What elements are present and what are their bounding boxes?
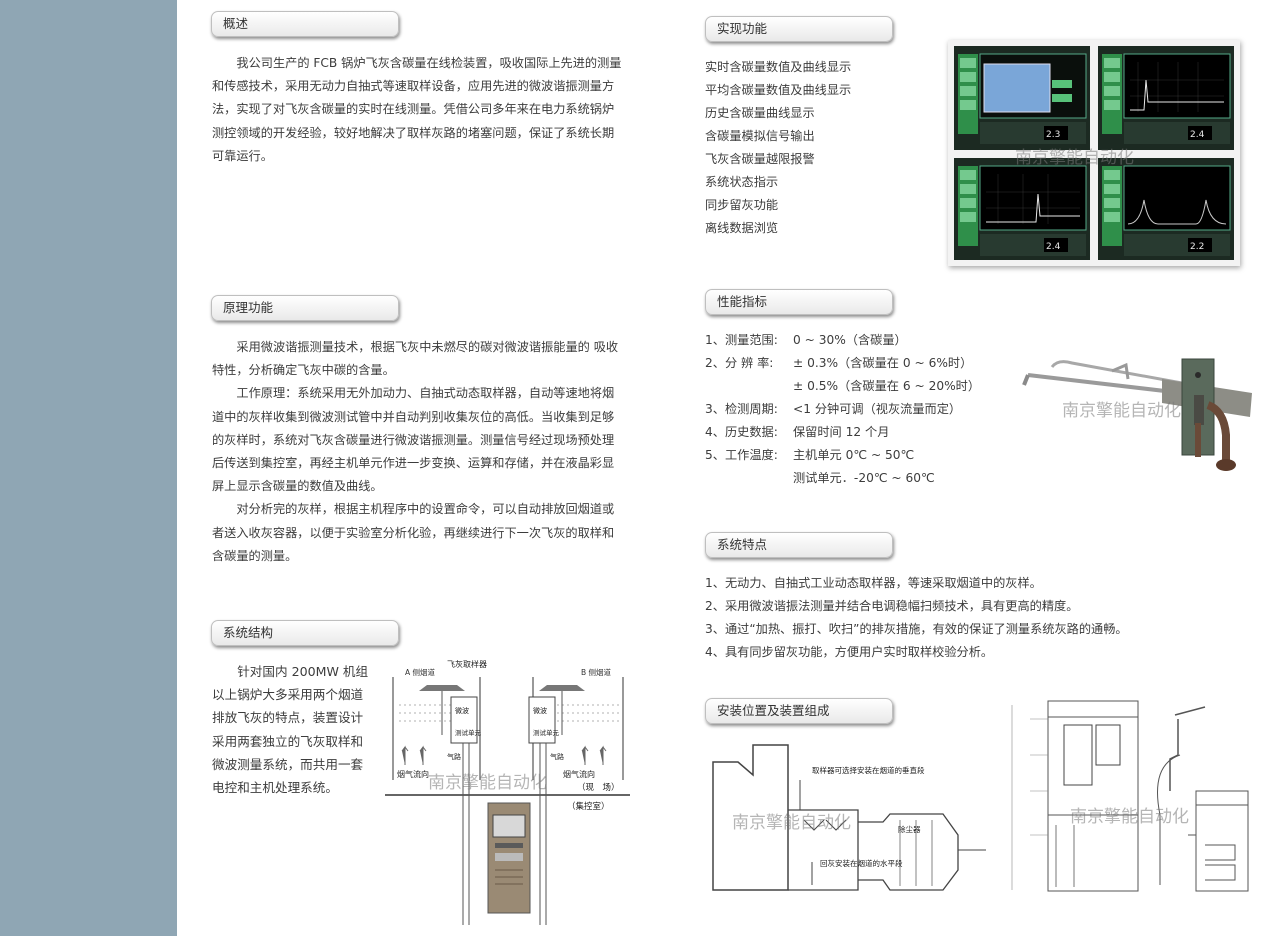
spec-key: 2、分 辨 率: [705, 356, 774, 370]
duct-a-label: A 侧烟道 [405, 667, 436, 677]
watermark-install: 南京擎能自动化 [732, 813, 851, 833]
spec-row: 1、测量范围: 0 ~ 30%（含碳量） [705, 329, 980, 352]
gas-path-label-a: 气路 [447, 752, 461, 761]
list-item: 历史含碳量曲线显示 [705, 106, 815, 120]
spec-value: 测试单元．-20℃ ~ 60℃ [793, 471, 935, 485]
spec-value: 0 ~ 30%（含碳量） [793, 333, 907, 347]
list-item: 飞灰含碳量越限报警 [705, 152, 815, 166]
sampler-label: 飞灰取样器 [447, 659, 487, 669]
list-item: 系统状态指示 [705, 175, 779, 189]
list-item: 离线数据浏览 [705, 221, 779, 235]
section-tab-features: 系统特点 [705, 532, 893, 558]
functions-list: 实时含碳量数值及曲线显示 平均含碳量数值及曲线显示 历史含碳量曲线显示 含碳量模… [705, 56, 851, 240]
install-note-vertical: 取样器可选择安装在烟道的垂直段 [812, 765, 925, 775]
software-screens-image: 2.3 2.4 2.4 2.2 [954, 46, 1234, 260]
screen-value-1: 2.3 [1046, 130, 1060, 140]
section-tab-structure: 系统结构 [211, 620, 399, 646]
spec-value: 保留时间 12 个月 [793, 425, 890, 439]
control-room-label: （集控室） [567, 801, 610, 812]
device-assembly-drawing [1011, 700, 1249, 892]
software-screens-collage: 2.3 2.4 2.4 2.2 [948, 40, 1240, 266]
flue-flow-label-a: 烟气流向 [397, 769, 429, 779]
spec-value: ± 0.3%（含碳量在 0 ~ 6%时） [793, 356, 973, 370]
precipitator-label: 除尘器 [898, 824, 921, 834]
list-item: 1、无动力、自抽式工业动态取样器，等速采取烟道中的灰样。 [705, 576, 1042, 590]
spec-row: 2、分 辨 率: ± 0.3%（含碳量在 0 ~ 6%时） [705, 352, 980, 375]
list-item: 2、采用微波谐振法测量并结合电调稳幅扫频技术，具有更高的精度。 [705, 599, 1079, 613]
overview-text: 我公司生产的 FCB 锅炉飞灰含碳量在线检装置，吸收国际上先进的测量和传感技术，… [212, 52, 622, 168]
spec-key [705, 375, 793, 398]
section-tab-performance: 性能指标 [705, 289, 893, 315]
spec-value: <1 分钟可调（视灰流量而定） [793, 402, 962, 416]
principle-text: 采用微波谐振测量技术，根据飞灰中未燃尽的碳对微波谐振能量的 吸收特性，分析确定飞… [212, 336, 622, 568]
list-item: 平均含碳量数值及曲线显示 [705, 83, 852, 97]
spec-row: 测试单元．-20℃ ~ 60℃ [705, 467, 980, 490]
watermark-structure: 南京擎能自动化 [428, 773, 547, 793]
principle-paragraph-3: 对分析完的灰样，根据主机程序中的设置命令，可以自动排放回烟道或者送入收灰容器，以… [212, 502, 615, 563]
section-title: 概述 [223, 16, 249, 31]
spec-row: 4、历史数据: 保留时间 12 个月 [705, 421, 980, 444]
principle-paragraph-2: 工作原理：系统采用无外加动力、自抽式动态取样器，自动等速地将烟道中的灰样收集到微… [212, 386, 615, 494]
system-structure-diagram: 飞灰取样器 A 侧烟道 B 侧烟道 微波 微波 测试单元 测试单元 气路 气路 … [385, 659, 630, 925]
site-label: （现 场） [577, 782, 620, 793]
flue-flow-label-b: 烟气流向 [563, 769, 595, 779]
spec-row: 3、检测周期: <1 分钟可调（视灰流量而定） [705, 398, 980, 421]
structure-text: 针对国内 200MW 机组以上锅炉大多采用两个烟道排放飞灰的特点，装置设计采用两… [212, 660, 370, 799]
sampler-probe-image [1022, 358, 1252, 471]
test-unit-label-b: 测试单元 [533, 728, 560, 737]
test-unit-label-a: 测试单元 [455, 728, 482, 737]
spec-row: ± 0.5%（含碳量在 6 ~ 20%时） [705, 375, 980, 398]
section-tab-install: 安装位置及装置组成 [705, 698, 893, 724]
spec-key: 4、历史数据: [705, 425, 778, 439]
watermark-screens: 南京擎能自动化 [1015, 148, 1134, 168]
duct-b-label: B 侧烟道 [581, 667, 612, 677]
principle-paragraph-1: 采用微波谐振测量技术，根据飞灰中未燃尽的碳对微波谐振能量的 吸收特性，分析确定飞… [212, 340, 619, 378]
features-list: 1、无动力、自抽式工业动态取样器，等速采取烟道中的灰样。 2、采用微波谐振法测量… [705, 572, 1128, 664]
list-item: 4、具有同步留灰功能，方便用户实时取样校验分析。 [705, 645, 994, 659]
list-item: 实时含碳量数值及曲线显示 [705, 60, 852, 74]
install-note-horizontal: 回灰安装在烟道的水平段 [820, 858, 903, 868]
section-title: 原理功能 [223, 300, 274, 315]
section-title: 安装位置及装置组成 [717, 703, 830, 718]
spec-row: 5、工作温度: 主机单元 0℃ ~ 50℃ [705, 444, 980, 467]
screen-value-3: 2.4 [1046, 242, 1061, 252]
list-item: 含碳量模拟信号输出 [705, 129, 815, 143]
microwave-label-b: 微波 [533, 706, 547, 715]
section-tab-functions: 实现功能 [705, 16, 893, 42]
list-item: 同步留灰功能 [705, 198, 779, 212]
microwave-label-a: 微波 [455, 706, 469, 715]
spec-key: 5、工作温度: [705, 448, 778, 462]
screen-value-2: 2.4 [1190, 130, 1205, 140]
section-title: 系统特点 [717, 537, 768, 552]
section-title: 系统结构 [223, 625, 274, 640]
overview-paragraph: 我公司生产的 FCB 锅炉飞灰含碳量在线检装置，吸收国际上先进的测量和传感技术，… [212, 56, 622, 163]
screen-value-4: 2.2 [1190, 242, 1204, 252]
spec-key [705, 467, 793, 490]
spec-value: 主机单元 0℃ ~ 50℃ [793, 448, 915, 462]
watermark-assembly: 南京擎能自动化 [1070, 807, 1189, 827]
performance-specs: 1、测量范围: 0 ~ 30%（含碳量） 2、分 辨 率: ± 0.3%（含碳量在 … [705, 329, 980, 490]
section-tab-principle: 原理功能 [211, 295, 399, 321]
installation-schematic: 取样器可选择安装在烟道的垂直段 回灰安装在烟道的水平段 除尘器 [712, 744, 986, 891]
spec-value: ± 0.5%（含碳量在 6 ~ 20%时） [793, 379, 981, 393]
structure-paragraph: 针对国内 200MW 机组以上锅炉大多采用两个烟道排放飞灰的特点，装置设计采用两… [212, 664, 369, 796]
gas-path-label-b: 气路 [550, 752, 564, 761]
list-item: 3、通过“加热、振打、吹扫”的排灰措施，有效的保证了测量系统灰路的通畅。 [705, 622, 1128, 636]
spec-key: 3、检测周期: [705, 402, 778, 416]
spec-key: 1、测量范围: [705, 333, 778, 347]
section-title: 实现功能 [717, 21, 768, 36]
section-tab-overview: 概述 [211, 11, 399, 37]
watermark-probe: 南京擎能自动化 [1062, 401, 1181, 421]
section-title: 性能指标 [717, 294, 768, 309]
left-sidebar-band [0, 0, 177, 936]
